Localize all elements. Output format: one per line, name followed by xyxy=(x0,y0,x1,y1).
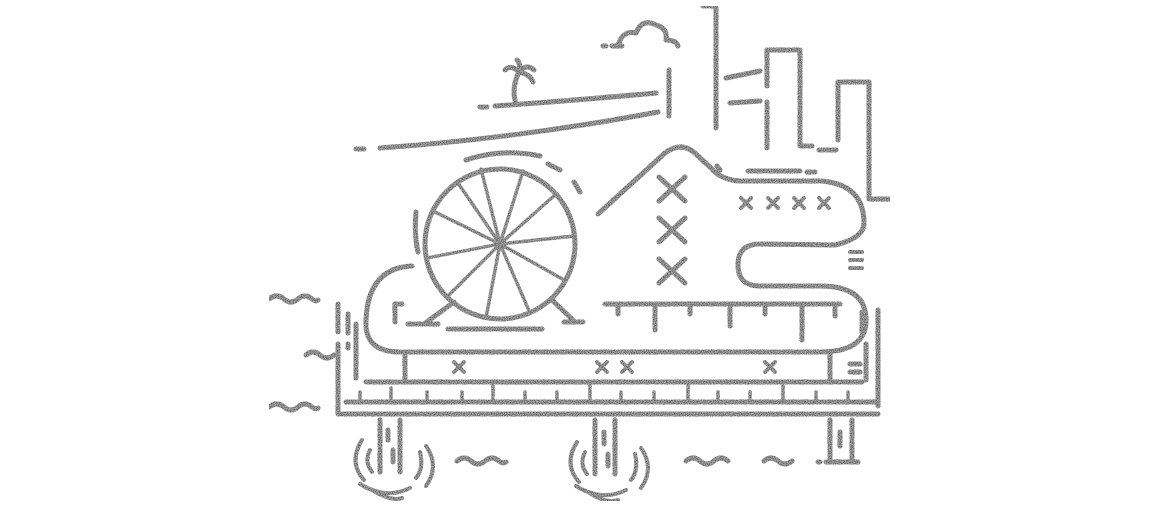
upper-deck-rail xyxy=(392,301,843,343)
city-buildings xyxy=(700,3,893,202)
palm-tree-icon xyxy=(502,57,537,107)
pier-pilings xyxy=(377,417,861,477)
deck-planks xyxy=(358,384,850,402)
sea-waves xyxy=(266,293,795,467)
distant-shoreline xyxy=(353,67,672,152)
cloud-icon xyxy=(600,20,681,49)
pier-deck xyxy=(335,301,881,417)
roller-coaster-track xyxy=(363,144,869,355)
coaster-top-x-marks xyxy=(739,196,831,210)
coaster-lift-x-marks xyxy=(656,174,688,286)
ferris-wheel xyxy=(405,150,586,332)
ferris-wheel-spokes xyxy=(425,167,576,320)
water-ripples xyxy=(353,438,650,503)
deck-x-marks xyxy=(452,360,777,374)
artwork-group xyxy=(266,3,893,503)
track-end-marks xyxy=(848,250,864,270)
